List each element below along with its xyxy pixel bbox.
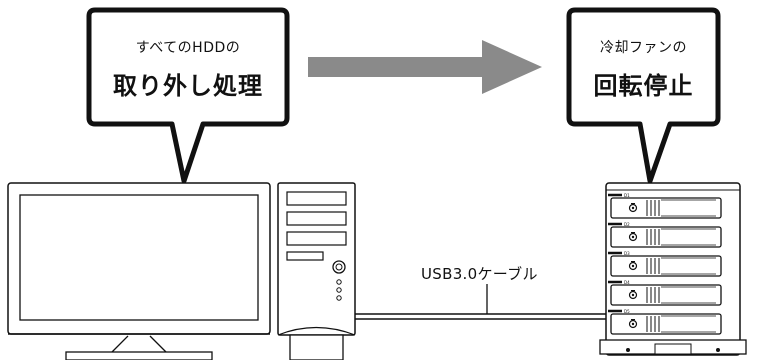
hdd-bay: D3 xyxy=(608,251,722,277)
bubble-right-line2: 回転停止 xyxy=(593,72,694,100)
hdd-bay: D4 xyxy=(608,280,722,306)
speech-bubble-right xyxy=(566,7,721,184)
usb-cable xyxy=(355,284,606,320)
hdd-bay: D2 xyxy=(608,222,722,248)
enclosure-feet xyxy=(626,343,720,355)
bubble-left-line1: すべてのHDDの xyxy=(135,40,241,56)
hdd-bay: D1 xyxy=(608,193,722,219)
bubble-right-line1: 冷却ファンの xyxy=(600,40,687,56)
bay-label: D4 xyxy=(624,280,630,285)
cable-label: USB3.0ケーブル xyxy=(421,265,538,283)
bay-label: D2 xyxy=(624,222,630,227)
monitor xyxy=(7,182,271,361)
bubble-left-line2: 取り外し処理 xyxy=(113,72,263,100)
bay-label: D5 xyxy=(624,309,630,314)
speech-bubble-left xyxy=(86,7,290,184)
hdd-bay: D5 xyxy=(608,309,722,335)
bay-label: D1 xyxy=(624,193,630,198)
pc-tower xyxy=(277,182,356,361)
process-arrow xyxy=(308,40,542,94)
bay-label: D3 xyxy=(624,251,630,256)
